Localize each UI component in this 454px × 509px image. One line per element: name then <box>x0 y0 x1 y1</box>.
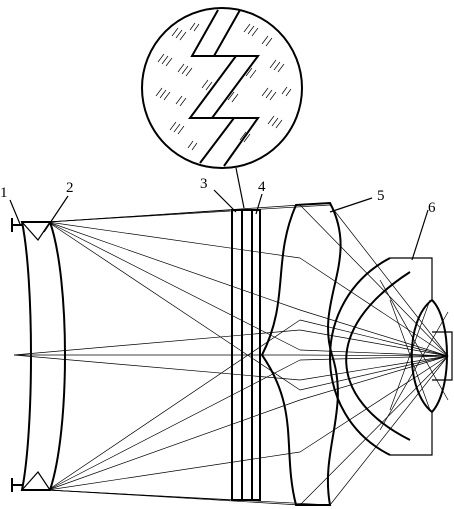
element-1-bracket <box>11 218 22 492</box>
inset-zigzag-left <box>188 9 238 164</box>
leader-lines <box>9 189 429 261</box>
element-6-assembly <box>329 257 453 456</box>
inset-circle <box>141 7 303 169</box>
label-6: 6 <box>428 200 436 216</box>
label-5: 5 <box>377 188 385 204</box>
inset-hatching <box>155 22 292 151</box>
label-1: 1 <box>0 185 8 201</box>
magnified-inset <box>141 7 303 209</box>
inset-zigzag-right <box>210 9 260 167</box>
label-2: 2 <box>66 180 74 196</box>
element-5-lens <box>260 201 342 506</box>
label-4: 4 <box>258 179 266 195</box>
label-3: 3 <box>200 176 208 192</box>
element-3-4-plates <box>231 209 261 501</box>
inset-leader-line <box>235 167 245 209</box>
light-rays <box>13 204 449 506</box>
